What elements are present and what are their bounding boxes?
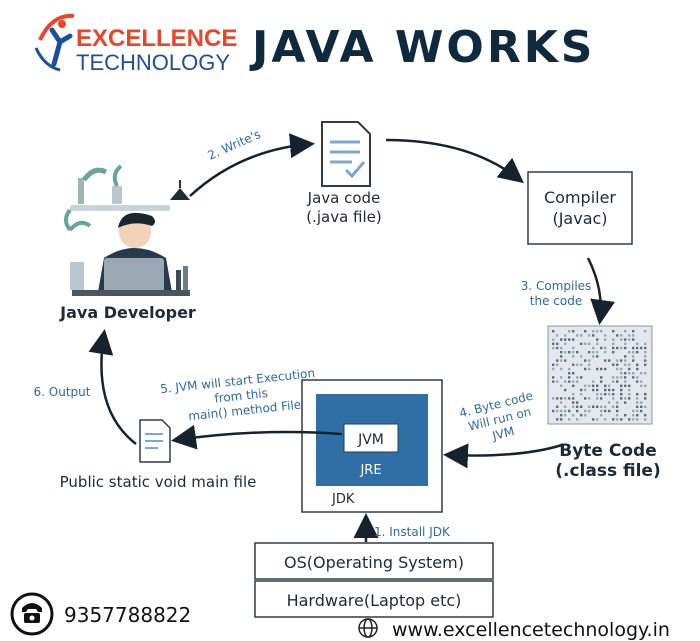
brand-logo-icon: [34, 13, 75, 72]
step-3-sublabel: the code: [530, 294, 582, 308]
website-contact[interactable]: www.excellencetechnology.in: [358, 618, 670, 641]
step-5-sublabel-1: from this: [214, 386, 269, 406]
flow-arrows: [88, 133, 616, 542]
brand-name-top: EXCELLENCE: [76, 25, 237, 52]
java-code-label: Java code: [307, 189, 381, 207]
os-box: [254, 542, 494, 580]
page-title: JAVA WORKS: [249, 22, 595, 73]
hardware-label: Hardware(Laptop etc): [287, 591, 462, 610]
java-code-sublabel: (.java file): [306, 208, 382, 226]
os-label: OS(Operating System): [284, 553, 464, 572]
compiler-label: Compiler: [544, 188, 616, 207]
jre-label: JRE: [359, 463, 381, 478]
arrow-write: [189, 133, 315, 197]
jvm-label: JVM: [357, 432, 384, 448]
bytecode-panel: [547, 325, 653, 425]
bytecode-label: Byte Code: [559, 441, 656, 461]
brand-name-bottom: TECHNOLOGY: [76, 50, 230, 75]
developer-label: Java Developer: [59, 303, 196, 322]
website-url: www.excellencetechnology.in: [392, 619, 670, 641]
step-1-label: 1. Install JDK: [374, 525, 451, 539]
bytecode-sublabel: (.class file): [555, 461, 661, 481]
step-4-sublabel-2: JVM: [490, 424, 516, 443]
jvm-box: [343, 423, 399, 453]
document-icon: [321, 121, 371, 187]
step-6-label: 6. Output: [34, 385, 91, 399]
step-3-label: 3. Compiles: [521, 279, 592, 293]
java-code-document: [321, 121, 371, 187]
arrow-execute: [171, 424, 343, 450]
phone-number: 9357788822: [64, 603, 191, 627]
arrow-output: [88, 329, 137, 445]
phone-contact[interactable]: 9357788822: [10, 592, 191, 636]
compiler-box: [527, 171, 633, 245]
jdk-label: JDK: [331, 492, 355, 507]
arrow-compile-out: [586, 257, 616, 325]
developer-laptop: [104, 258, 164, 292]
globe-icon: [358, 618, 378, 638]
bytecode-pattern: [552, 330, 647, 421]
brand-logo: EXCELLENCE TECHNOLOGY: [34, 13, 237, 75]
main-file-label: Public static void main file: [60, 473, 257, 491]
compiler-sublabel: (Javac): [552, 209, 607, 228]
hardware-box: [254, 580, 494, 618]
arrow-run-jvm: [443, 443, 563, 469]
developer-illustration: [64, 164, 190, 296]
arrow-compile-in: [385, 138, 524, 184]
main-file-document: [139, 419, 171, 463]
